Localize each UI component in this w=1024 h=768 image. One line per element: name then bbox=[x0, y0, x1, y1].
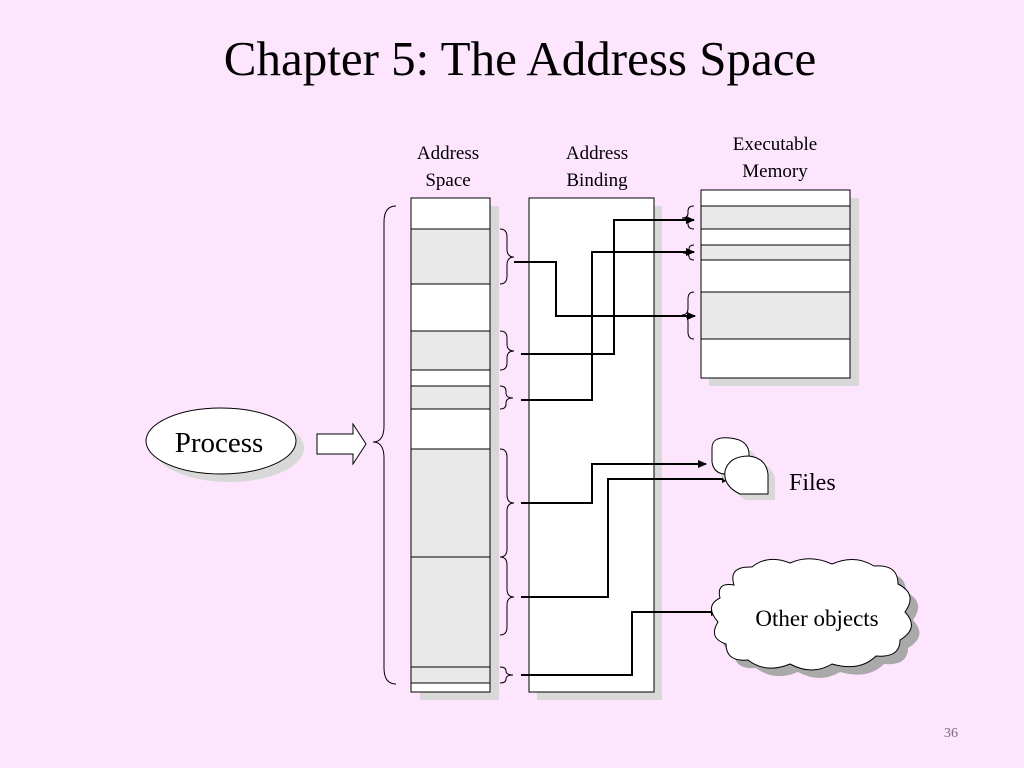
address-space-segment bbox=[410, 228, 491, 285]
executable-memory-label-line1: Executable bbox=[732, 134, 818, 155]
memory-braces bbox=[681, 205, 695, 340]
files-label: Files bbox=[789, 470, 836, 496]
memory-segment bbox=[700, 291, 851, 340]
cloud-shape bbox=[711, 558, 912, 671]
binding-arrow bbox=[521, 608, 720, 676]
memory-brace bbox=[681, 205, 695, 230]
executable-memory-label: Executable Memory bbox=[715, 131, 835, 185]
process-label: Process bbox=[175, 427, 264, 459]
binding-arrow bbox=[521, 248, 695, 401]
process-oval: Process bbox=[145, 407, 304, 482]
address-space-segment bbox=[410, 666, 491, 684]
binding-arrow bbox=[521, 475, 731, 598]
segment-brace bbox=[499, 556, 515, 636]
other-objects-cloud: Other objects bbox=[711, 558, 920, 678]
address-space-column bbox=[410, 197, 499, 700]
process-brace bbox=[372, 205, 397, 685]
memory-segment bbox=[700, 205, 851, 230]
binding-arrow bbox=[521, 216, 695, 355]
segment-brace bbox=[499, 330, 515, 371]
address-binding-label-line1: Address bbox=[565, 143, 629, 164]
address-space-label: Address Space bbox=[398, 140, 498, 194]
binding-arrow bbox=[521, 460, 707, 504]
segment-braces bbox=[499, 228, 515, 684]
binding-connectors bbox=[514, 216, 731, 676]
file-disk bbox=[724, 455, 769, 495]
segment-brace bbox=[499, 666, 514, 684]
segment-brace bbox=[499, 448, 515, 558]
address-binding-label: Address Binding bbox=[547, 140, 647, 194]
files-icon bbox=[711, 437, 775, 500]
address-space-segment bbox=[410, 448, 491, 558]
address-space-label-line2: Space bbox=[425, 170, 471, 191]
block-arrow-icon bbox=[316, 422, 367, 466]
address-space-segment bbox=[410, 330, 491, 371]
address-binding-column bbox=[528, 197, 662, 700]
slide-title: Chapter 5: The Address Space bbox=[223, 31, 817, 86]
slide-number: 36 bbox=[944, 726, 958, 741]
process-oval-shape bbox=[145, 407, 297, 475]
segment-brace bbox=[499, 385, 514, 410]
memory-segment bbox=[700, 244, 851, 261]
address-space-segment bbox=[410, 385, 491, 410]
executable-memory-label-line2: Memory bbox=[742, 161, 808, 182]
executable-memory-column bbox=[700, 189, 859, 386]
other-objects-label: Other objects bbox=[755, 606, 878, 631]
binding-arrow bbox=[514, 261, 696, 320]
address-space-segment bbox=[410, 556, 491, 668]
segment-brace bbox=[499, 228, 515, 285]
address-binding-label-line2: Binding bbox=[566, 170, 628, 191]
address-space-label-line1: Address bbox=[416, 143, 480, 164]
